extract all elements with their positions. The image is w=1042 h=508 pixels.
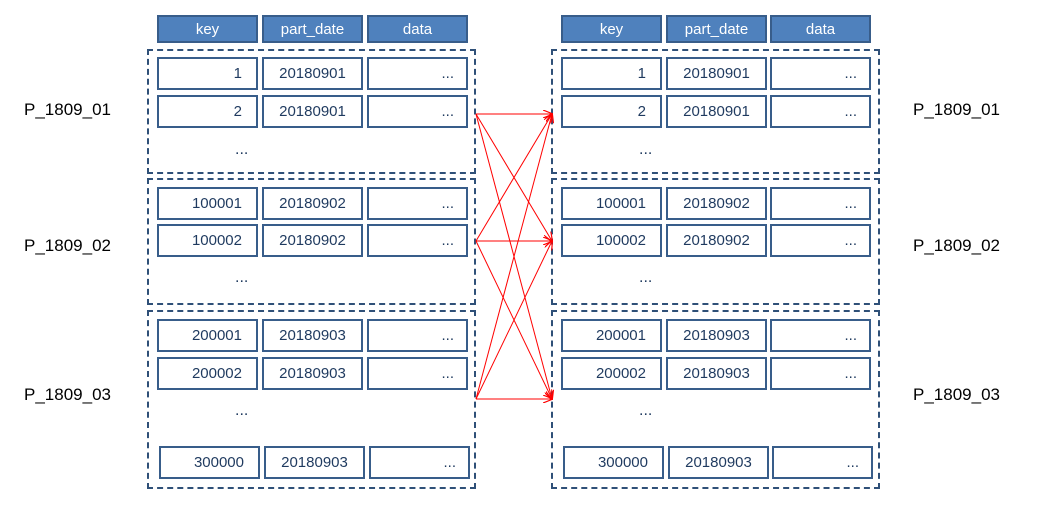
left-header-key: key xyxy=(157,15,258,43)
right-p1-row1-data: ... xyxy=(770,57,871,90)
left-header-part-date: part_date xyxy=(262,15,363,43)
left-p1-row2-date: 20180901 xyxy=(262,95,363,128)
right-p1-row2-key: 2 xyxy=(561,95,662,128)
left-p1-ellipsis: ... xyxy=(235,141,249,158)
left-p2-row2-date: 20180902 xyxy=(262,224,363,257)
right-p2-ellipsis: ... xyxy=(639,269,653,286)
right-header-data: data xyxy=(770,15,871,43)
right-partition-label-2: P_1809_02 xyxy=(913,236,1000,255)
left-partition-label-2: P_1809_02 xyxy=(24,236,111,255)
left-partition-label-1: P_1809_01 xyxy=(24,100,111,119)
right-p3-last-date: 20180903 xyxy=(668,446,769,479)
left-p1-row1-date: 20180901 xyxy=(262,57,363,90)
right-p3-row1-date: 20180903 xyxy=(666,319,767,352)
left-p3-last-date: 20180903 xyxy=(264,446,365,479)
right-p2-row2-date: 20180902 xyxy=(666,224,767,257)
right-p3-row2-date: 20180903 xyxy=(666,357,767,390)
left-p3-row1-data: ... xyxy=(367,319,468,352)
left-header-data: data xyxy=(367,15,468,43)
right-p3-row2-key: 200002 xyxy=(561,357,662,390)
arrow-p3-to-p2 xyxy=(475,241,552,400)
right-header-part-date: part_date xyxy=(666,15,767,43)
right-p1-row2-data: ... xyxy=(770,95,871,128)
right-p3-last-data: ... xyxy=(772,446,873,479)
left-p3-ellipsis: ... xyxy=(235,402,249,419)
right-p1-row1-date: 20180901 xyxy=(666,57,767,90)
left-p1-row1-key: 1 xyxy=(157,57,258,90)
right-p2-row1-data: ... xyxy=(770,187,871,220)
right-partition-label-1: P_1809_01 xyxy=(913,100,1000,119)
left-p3-row2-data: ... xyxy=(367,357,468,390)
right-p2-row2-data: ... xyxy=(770,224,871,257)
left-p3-row1-date: 20180903 xyxy=(262,319,363,352)
right-p3-last-key: 300000 xyxy=(563,446,664,479)
left-p3-last-data: ... xyxy=(369,446,470,479)
left-partition-label-3: P_1809_03 xyxy=(24,385,111,404)
left-p3-row2-key: 200002 xyxy=(157,357,258,390)
left-p1-row2-key: 2 xyxy=(157,95,258,128)
left-p2-row1-key: 100001 xyxy=(157,187,258,220)
right-header-key: key xyxy=(561,15,662,43)
left-p1-row1-data: ... xyxy=(367,57,468,90)
right-p1-row2-date: 20180901 xyxy=(666,95,767,128)
right-p3-row1-key: 200001 xyxy=(561,319,662,352)
left-p2-ellipsis: ... xyxy=(235,269,249,286)
right-p3-row1-data: ... xyxy=(770,319,871,352)
left-p3-last-key: 300000 xyxy=(159,446,260,479)
right-p1-ellipsis: ... xyxy=(639,141,653,158)
arrow-p3-to-p1 xyxy=(475,114,552,400)
right-p2-row1-date: 20180902 xyxy=(666,187,767,220)
right-partition-label-3: P_1809_03 xyxy=(913,385,1000,404)
right-p3-ellipsis: ... xyxy=(639,402,653,419)
left-partition-group-1 xyxy=(147,49,476,174)
right-p2-row1-key: 100001 xyxy=(561,187,662,220)
left-partition-group-3 xyxy=(147,310,476,489)
left-p3-row2-date: 20180903 xyxy=(262,357,363,390)
left-p2-row2-data: ... xyxy=(367,224,468,257)
right-p3-row2-data: ... xyxy=(770,357,871,390)
left-p2-row1-data: ... xyxy=(367,187,468,220)
right-p1-row1-key: 1 xyxy=(561,57,662,90)
left-partition-group-2 xyxy=(147,178,476,305)
arrow-p2-to-p1 xyxy=(475,114,552,242)
left-p3-row1-key: 200001 xyxy=(157,319,258,352)
left-p2-row1-date: 20180902 xyxy=(262,187,363,220)
right-p2-row2-key: 100002 xyxy=(561,224,662,257)
left-p1-row2-data: ... xyxy=(367,95,468,128)
left-p2-row2-key: 100002 xyxy=(157,224,258,257)
